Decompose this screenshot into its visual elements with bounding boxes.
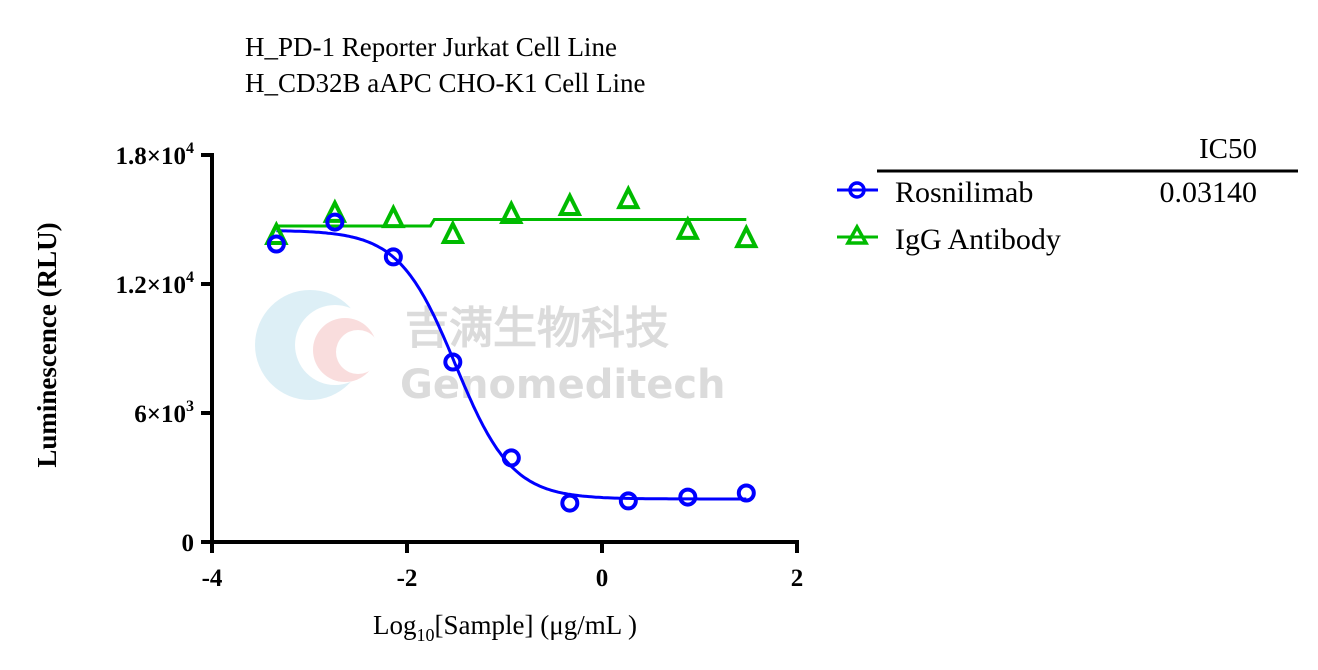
y-tick-label: 1.8×104 [116,140,195,170]
rosnilimab-point [501,448,521,468]
chart-title-line-1: H_PD-1 Reporter Jurkat Cell Line [245,32,617,62]
y-tick-label: 0 [182,530,195,557]
legend-item-rosnilimab: Rosnilimab 0.03140 [837,176,1257,209]
rosnilimab-point [383,247,403,267]
legend: IC50 Rosnilimab 0.03140 IgG Antibody [837,133,1298,256]
igg-antibody-point [616,184,641,210]
ic50-header: IC50 [1199,133,1257,165]
igg-antibody-point [264,220,289,246]
watermark-logo: 吉满生物科技 Genomeditech [255,290,726,408]
chart-title-line-2: H_CD32B aAPC CHO-K1 Cell Line [245,68,646,98]
y-tick-label: 6×103 [134,398,194,428]
rosnilimab-point [325,212,345,232]
x-tick-label: 0 [596,565,609,592]
igg-antibody-point [440,219,466,244]
igg-antibody-fit-line [276,218,747,228]
rosnilimab-point [266,234,286,254]
legend-label: Rosnilimab [895,176,1033,209]
x-tick-label: 2 [791,565,804,592]
x-tick-label: -2 [397,565,418,592]
watermark-cn: 吉满生物科技 [405,303,669,354]
y-tick-label: 1.2×104 [116,269,195,299]
x-tick-label: -4 [202,565,223,592]
ic50-value: 0.03140 [1160,176,1258,209]
igg-antibody-point [557,191,583,217]
igg-antibody-point [381,203,406,229]
x-axis-label: Log10[Sample] (μg/mL ) [373,610,637,645]
igg-antibody-point [675,215,701,240]
legend-label: IgG Antibody [895,223,1061,256]
igg-antibody-point [322,198,348,223]
legend-item-igg-antibody: IgG Antibody [837,223,1061,256]
circle-marker-icon [848,181,866,199]
data-points [264,184,759,513]
rosnilimab-point [618,491,638,511]
triangle-marker-icon [845,223,869,245]
rosnilimab-point [736,483,756,503]
igg-antibody-point [734,223,759,249]
rosnilimab-point [678,487,698,507]
axes: -4 -2 0 2 0 6×103 1.2×104 1.8×104 [116,140,804,592]
rosnilimab-point [443,352,463,372]
rosnilimab-point [560,493,580,513]
y-axis-label: Luminescence (RLU) [32,222,62,467]
igg-antibody-point [499,199,524,224]
